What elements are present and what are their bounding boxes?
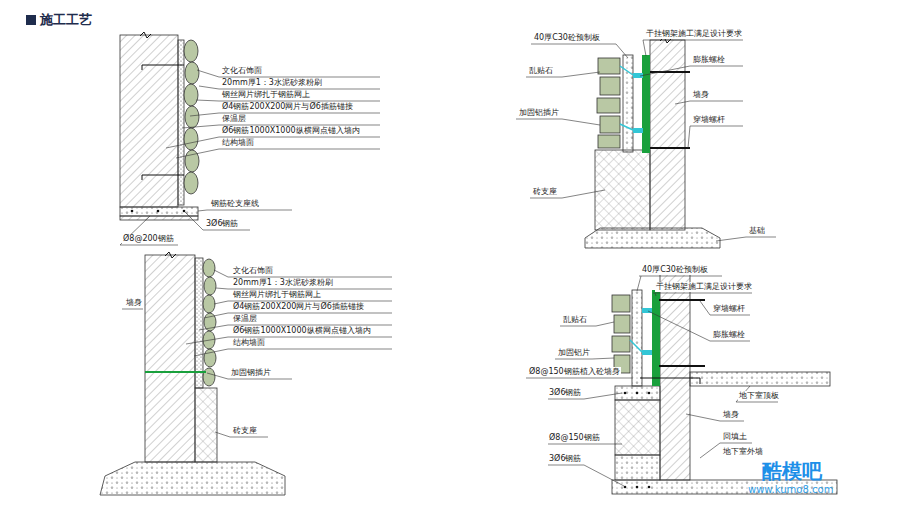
callout-label: 加固铝插片 [518,108,560,118]
callout-label: 墙身 [125,298,143,308]
callout-label: 3Ø6钢筋 [548,388,582,398]
callout-label: Ø6钢筋1000X1000纵横网点锚入墙内 [232,326,372,336]
callout-label: 地下室外墙 [722,447,764,457]
callout-label: Ø8@150钢筋植入砼墙身 [528,367,621,377]
callout-label: 3Ø6钢筋 [205,219,239,229]
callout-label: 3Ø6钢筋 [548,454,582,464]
callout-label: 穿墙螺杆 [692,115,726,125]
callout-label: Ø4钢筋200X200网片与Ø6插筋锚接 [232,302,365,312]
callout-label: 20mm厚1：3水泥砂浆粉刷 [232,278,334,288]
callout-label: 加固铝片 [557,348,591,358]
callout-label: Ø8@200钢筋 [122,234,175,244]
callout-label: 穿墙螺杆 [712,304,746,314]
callout-label: Ø6钢筋1000X1000纵横网点锚入墙内 [221,126,361,136]
callout-label: Ø4钢筋200X200网片与Ø6插筋锚接 [221,102,354,112]
callout-label: 20mm厚1：3水泥砂浆粉刷 [221,78,323,88]
callout-label: 砖支座 [532,187,558,197]
callout-label: 文化石饰面 [232,266,274,276]
callout-label: Ø8@150钢筋 [548,433,601,443]
page-heading: 施工工艺 [40,12,92,28]
callout-label: 乱贴石 [528,66,554,76]
callout-label: 保温层 [232,314,258,324]
callout-label: 墙身 [692,90,710,100]
callout-label: 40厚C30砼预制板 [641,265,709,275]
callout-label: 膨胀螺栓 [712,330,746,340]
callout-label: 砖支座 [232,426,258,436]
callout-label: 40厚C30砼预制板 [533,33,601,43]
callout-label: 加固钢插片 [230,368,272,378]
callout-label: 墙身 [722,410,740,420]
callout-label: 乱贴石 [562,315,588,325]
callout-label: 结构墙面 [221,138,255,148]
callout-label: 钢丝网片绑扎于钢筋网上 [232,290,322,300]
watermark-url: www.kumo8.com [748,484,833,496]
watermark: 酷模吧 [762,460,822,482]
callout-label: 保温层 [221,114,247,124]
callout-label: 结构墙面 [232,338,266,348]
callout-label: 地下室顶板 [738,391,780,401]
callout-label: 干挂钢架施工满足设计要求 [655,282,753,292]
callout-label: 钢丝网片绑扎于钢筋网上 [221,90,311,100]
callout-label: 干挂钢架施工满足设计要求 [645,29,743,39]
callout-label: 文化石饰面 [221,66,263,76]
callout-label: 回填土 [722,432,748,442]
callout-label: 基础 [748,226,766,236]
callout-label: 钢筋砼支座线 [210,199,260,209]
callout-label: 膨胀螺栓 [692,55,726,65]
